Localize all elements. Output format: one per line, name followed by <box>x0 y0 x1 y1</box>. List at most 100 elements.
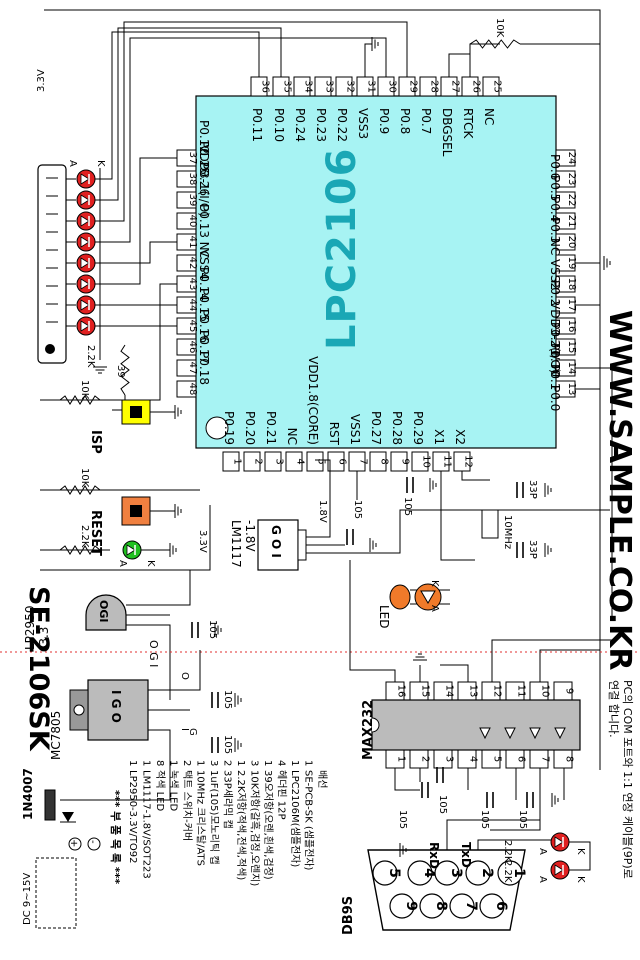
pin-label-16: P0.31 <box>548 322 562 356</box>
mc7805-tab-hole <box>73 704 85 716</box>
cap-105-max1-label: 105 <box>397 810 408 829</box>
left-pin-38: 38 <box>176 170 198 188</box>
right-pin-16: 16 <box>555 317 577 335</box>
pin-label-5: VDD1.8(CORE) <box>306 356 320 445</box>
pin-number: 7 <box>358 458 369 464</box>
wire-rs232-led <box>569 841 591 871</box>
rs232-resistor-a: 2.2K <box>502 840 513 863</box>
rs232-led-b <box>550 860 570 880</box>
board-name: SE-2106SK <box>23 586 54 752</box>
mc7805-out-label: O <box>179 672 190 680</box>
wire-max-13 <box>440 664 469 682</box>
pin-label-11: X1 <box>432 429 446 445</box>
bottom-pin-12: 12 <box>453 451 474 472</box>
pin-label-14: P0.1 <box>548 364 562 390</box>
pin-number: 8 <box>564 756 575 762</box>
cap-105-7805-out <box>211 692 219 708</box>
pin-label-38: P0.25 <box>197 141 211 175</box>
pin-number: 33 <box>324 80 335 93</box>
max232-top-pin-10: 10 <box>529 681 551 701</box>
pin-number: 16 <box>396 685 407 698</box>
header-pin1-marker <box>45 344 55 354</box>
mc7805-gnd-label: G <box>187 728 198 736</box>
wire-lm1117-in <box>306 509 610 554</box>
reset-label: RESET <box>88 510 103 556</box>
left-pin-43: 43 <box>176 275 198 293</box>
parts-list-item: 39오저항(오렌,흰색,검정) <box>262 770 274 880</box>
pin-label-7: VSS1 <box>348 414 362 445</box>
cap-105-max4-label: 105 <box>479 810 490 829</box>
pin-label-24: P0.6 <box>548 154 562 180</box>
lp2950-ground <box>214 623 222 637</box>
cap-33p-a-label: 33P <box>527 480 538 499</box>
max232-body <box>371 699 581 751</box>
max232-ground <box>551 793 559 807</box>
bottom-pin-8: 8 <box>369 451 390 472</box>
led-symbol-triangle <box>420 590 436 604</box>
max232-top-pin-9: 9 <box>553 681 575 701</box>
cap-105-core <box>346 529 354 545</box>
diode-1n4007 <box>44 789 56 821</box>
pin-number: 22 <box>566 194 577 207</box>
pin-label-33: P0.23 <box>314 108 328 142</box>
cap-33p-a <box>516 482 524 498</box>
parts-list-item: LPC2106M(샘플전자) <box>289 770 301 867</box>
top-pin-28: 28 <box>419 76 440 97</box>
left-pin-44: 44 <box>176 296 198 314</box>
v33-mid-label: 3.3V <box>197 530 208 553</box>
lp2950-body <box>85 594 127 631</box>
bottom-pin-1: 1 <box>222 451 243 472</box>
resistor-10k-isp-label: 10K <box>79 380 90 400</box>
top-pin-34: 34 <box>293 76 314 97</box>
left-pin-40: 40 <box>176 212 198 230</box>
max232-buffer <box>479 727 491 740</box>
parts-list-item: 10MHz 크리스탈/ATS <box>195 770 208 866</box>
cap-33p-b <box>516 542 524 558</box>
wire-p011 <box>100 31 260 180</box>
reset-switch <box>121 496 151 526</box>
top-pin-32: 32 <box>335 76 356 97</box>
pin-label-32: P0.22 <box>335 108 349 142</box>
jack-plus-label: + <box>68 839 79 847</box>
lm1117-voltage: -1.8V <box>243 520 257 552</box>
wire-p09 <box>100 37 387 243</box>
pin-label-46: P0.16 <box>197 309 211 343</box>
pin-number: 19 <box>566 257 577 270</box>
cap-105-7805-out-label: 105 <box>222 690 233 709</box>
rail-33v-mid <box>40 505 211 571</box>
pin-label-37: P0.12 <box>197 120 211 154</box>
max232-top-pin-11: 11 <box>505 681 527 701</box>
pin-number: 32 <box>345 80 356 93</box>
pin-label-12: X2 <box>453 429 467 445</box>
db9-pin-8: 8 <box>419 893 449 919</box>
pin-label-28: P0.7 <box>419 108 433 134</box>
pin-number: 2 <box>253 458 264 464</box>
pin-number: 9 <box>400 458 411 464</box>
parts-list-title: *** 부 품 목 록 *** <box>109 790 122 884</box>
db9-pin-number: 4 <box>421 868 437 878</box>
right-pin-21: 21 <box>555 212 577 230</box>
pin-number: 16 <box>566 320 577 333</box>
wire-p010 <box>100 27 282 201</box>
mc7805-ground-b <box>234 738 242 752</box>
parts-list-item: 1uF(105)모노리틱 캡 <box>208 770 220 865</box>
pin-label-3: P0.21 <box>264 411 278 445</box>
lp2950-name: LP2950 <box>23 606 37 650</box>
right-pin-23: 23 <box>555 170 577 188</box>
rail-33v-label: 3.3V <box>36 69 47 92</box>
led-anode-label: A <box>67 160 78 167</box>
pin-label-35: P0.10 <box>272 108 286 142</box>
pin-number: 38 <box>187 173 198 186</box>
pin-label-10: P0.29 <box>411 411 425 445</box>
header-connector <box>37 164 67 364</box>
lm1117-pins: G O I <box>269 525 283 558</box>
top-pin-29: 29 <box>398 76 419 97</box>
wire-x1 <box>440 471 475 561</box>
pin-label-22: P0.4 <box>548 196 562 222</box>
parts-list-qty: 1 <box>195 760 206 766</box>
max232-buffer <box>529 727 541 740</box>
pin-number: 17 <box>566 299 577 312</box>
